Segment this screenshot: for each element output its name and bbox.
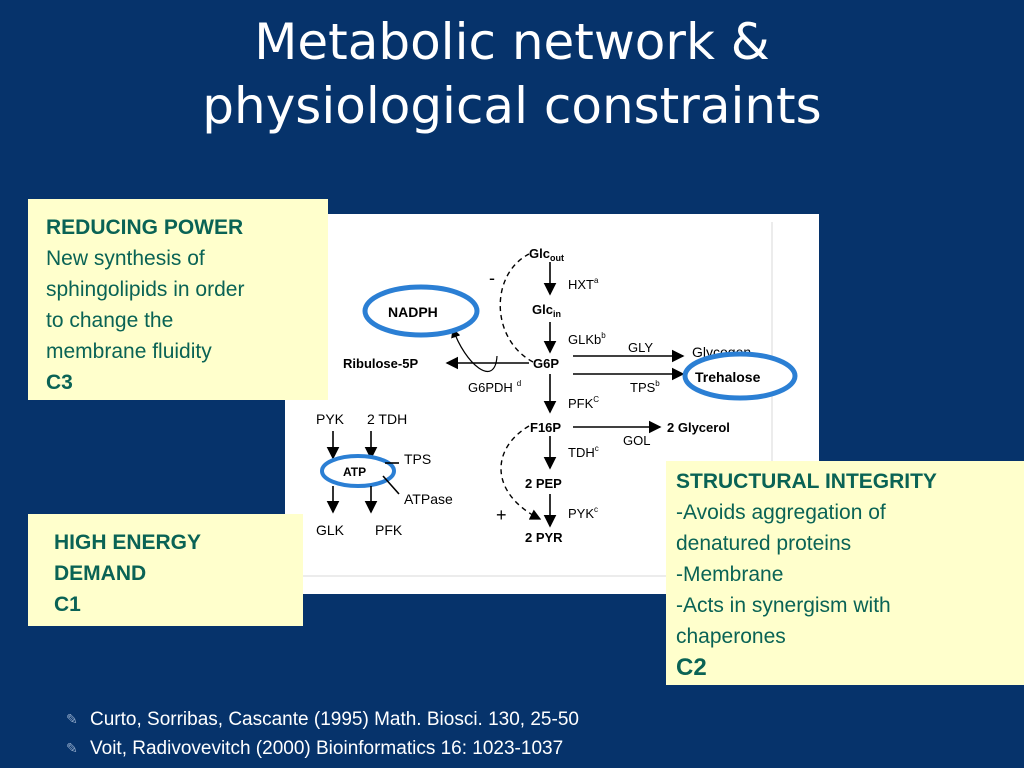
nadph-highlight-ring bbox=[362, 284, 480, 338]
trehalose-highlight-ring bbox=[682, 351, 798, 401]
metabolite-atp: ATP bbox=[343, 465, 366, 479]
energy-line-1: HIGH ENERGY bbox=[54, 531, 202, 554]
constraint-code-c3: C3 bbox=[46, 371, 73, 394]
slide-title: Metabolic network & physiological constr… bbox=[0, 10, 1024, 138]
enzyme-pfk: PFKC bbox=[568, 395, 599, 411]
reference-text: Voit, Radivovevitch (2000) Bioinformatic… bbox=[90, 738, 564, 759]
structural-line-4: -Acts in synergism with bbox=[676, 594, 891, 617]
arrow-nadph bbox=[451, 327, 498, 372]
title-line-1: Metabolic network & bbox=[254, 13, 770, 71]
atp-legend-tps: TPS bbox=[404, 451, 431, 467]
structural-line-2: denatured proteins bbox=[676, 532, 852, 555]
reducing-line-4: membrane fluidity bbox=[46, 340, 212, 363]
enzyme-gol: GOL bbox=[623, 433, 650, 448]
reference-text: Curto, Sorribas, Cascante (1995) Math. B… bbox=[90, 709, 579, 730]
energy-line-2: DEMAND bbox=[54, 562, 147, 585]
constraint-code-c2: C2 bbox=[676, 654, 707, 681]
metabolite-glc-out: Glcout bbox=[529, 246, 564, 263]
structural-line-1: -Avoids aggregation of bbox=[676, 501, 886, 524]
metabolite-g6p: G6P bbox=[533, 356, 559, 371]
pencil-bullet-icon: ✎ bbox=[66, 740, 78, 756]
structural-line-5: chaperones bbox=[676, 625, 786, 648]
metabolite-f16p: F16P bbox=[530, 420, 561, 435]
atp-highlight-ring bbox=[320, 454, 396, 488]
metabolite-trehalose: Trehalose bbox=[695, 369, 761, 385]
structural-integrity-box: STRUCTURAL INTEGRITY -Avoids aggregation… bbox=[666, 461, 1024, 685]
atp-legend-pfk: PFK bbox=[375, 522, 403, 538]
title-line-2: physiological constraints bbox=[202, 77, 822, 135]
feedback-activation-arc bbox=[500, 425, 542, 520]
enzyme-tps: TPSb bbox=[630, 379, 660, 395]
metabolite-ribulose: Ribulose-5P bbox=[343, 356, 418, 371]
metabolite-pyr: 2 PYR bbox=[525, 530, 563, 545]
reducing-line-3: to change the bbox=[46, 309, 174, 332]
atp-legend-glk: GLK bbox=[316, 522, 345, 538]
atp-legend-tdh: 2 TDH bbox=[367, 411, 407, 427]
metabolic-diagram: Glcout Glcin G6P F16P 2 PEP 2 PYR Ribulo… bbox=[285, 214, 819, 594]
activation-sign: + bbox=[496, 505, 507, 525]
structural-line-3: -Membrane bbox=[676, 563, 784, 586]
high-energy-demand-box: HIGH ENERGY DEMAND C1 bbox=[28, 514, 303, 626]
atp-legend-atpase: ATPase bbox=[404, 491, 453, 507]
inhibition-sign: - bbox=[489, 268, 495, 288]
feedback-inhibition-arc bbox=[499, 253, 534, 363]
pencil-bullet-icon: ✎ bbox=[66, 711, 78, 727]
enzyme-hxt: HXTa bbox=[568, 276, 599, 292]
metabolite-pep: 2 PEP bbox=[525, 476, 562, 491]
enzyme-tdh: TDHc bbox=[568, 444, 599, 460]
reference-item: ✎ Curto, Sorribas, Cascante (1995) Math.… bbox=[66, 705, 579, 734]
reducing-line-2: sphingolipids in order bbox=[46, 278, 245, 301]
reducing-power-heading: REDUCING POWER bbox=[46, 216, 244, 239]
enzyme-gly: GLY bbox=[628, 340, 653, 355]
reducing-power-box: REDUCING POWER New synthesis of sphingol… bbox=[28, 199, 328, 400]
constraint-code-c1: C1 bbox=[54, 593, 81, 616]
reference-item: ✎ Voit, Radivovevitch (2000) Bioinformat… bbox=[66, 734, 579, 763]
metabolite-nadph: NADPH bbox=[388, 304, 438, 320]
structural-heading: STRUCTURAL INTEGRITY bbox=[676, 470, 937, 493]
atp-atpase-link bbox=[382, 475, 400, 495]
pathway-svg: Glcout Glcin G6P F16P 2 PEP 2 PYR Ribulo… bbox=[295, 222, 819, 577]
metabolite-glc-in: Glcin bbox=[532, 302, 561, 319]
atp-legend-pyk: PYK bbox=[316, 411, 345, 427]
references-list: ✎ Curto, Sorribas, Cascante (1995) Math.… bbox=[66, 705, 579, 763]
enzyme-pyk: PYKc bbox=[568, 505, 598, 521]
enzyme-glk: GLKbb bbox=[568, 331, 606, 347]
reducing-line-1: New synthesis of bbox=[46, 247, 205, 270]
metabolite-glycerol: 2 Glycerol bbox=[667, 420, 730, 435]
